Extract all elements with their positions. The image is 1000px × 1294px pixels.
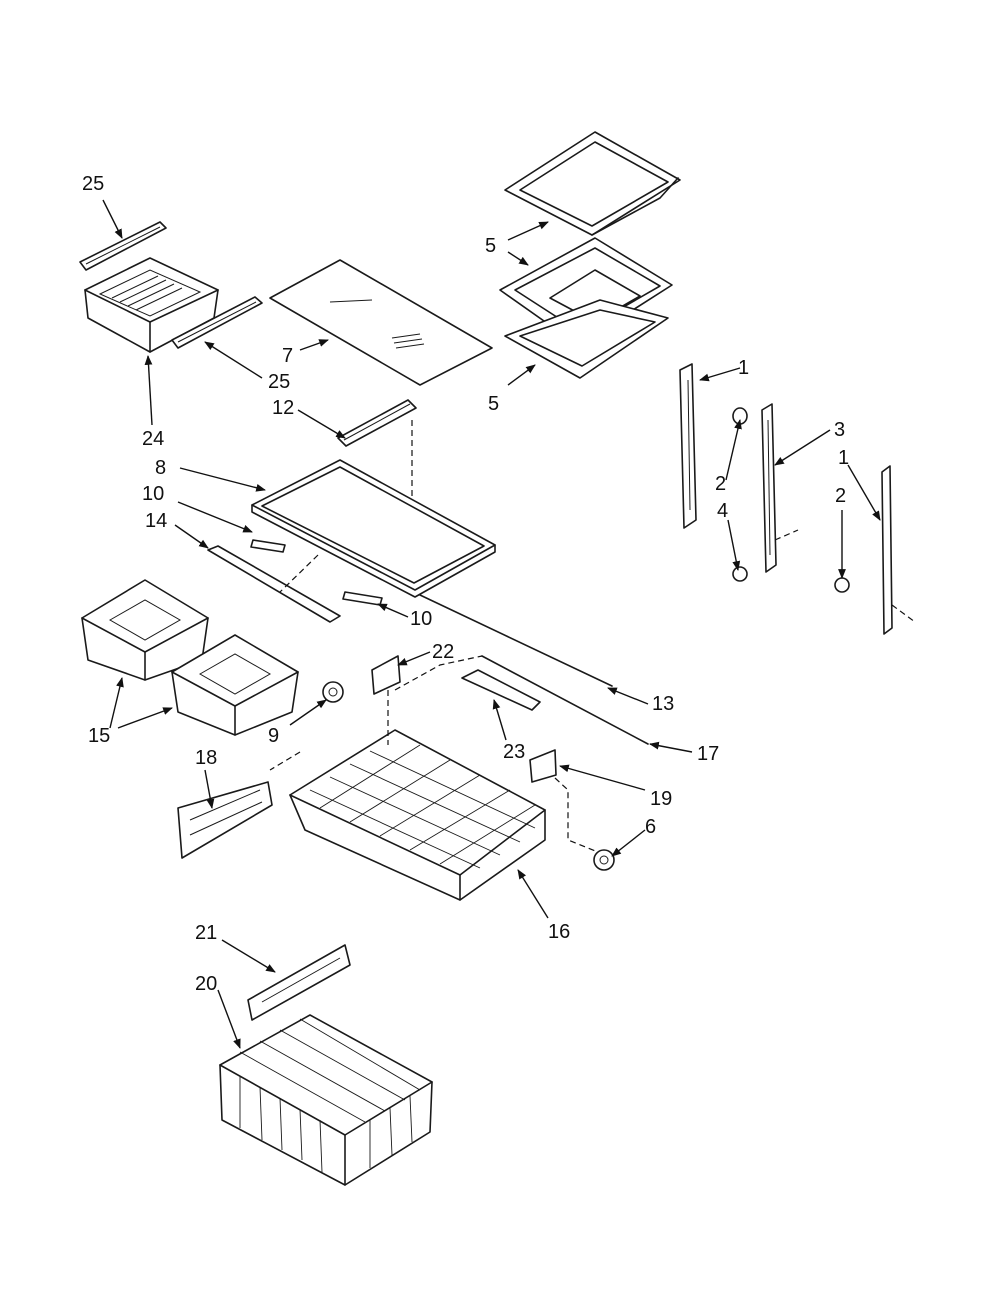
slide-arm-part — [461, 669, 541, 711]
callout-2-left: 2 — [715, 473, 726, 495]
shelf-clip-lower-part — [342, 591, 383, 606]
callout-10-top: 10 — [142, 483, 164, 505]
vertical-rail-right-part — [881, 465, 893, 635]
right-bracket-part — [529, 749, 557, 783]
callout-25-bottom: 25 — [268, 371, 290, 393]
callout-6: 6 — [645, 816, 656, 838]
callout-17: 17 — [697, 743, 719, 765]
callout-25-top: 25 — [82, 173, 104, 195]
deep-wire-basket-part — [219, 1014, 433, 1186]
callout-1-left: 1 — [738, 357, 749, 379]
vertical-rail-left-part — [679, 363, 697, 529]
callout-16: 16 — [548, 921, 570, 943]
roller-part — [322, 681, 344, 703]
callout-21: 21 — [195, 922, 217, 944]
screw-parts — [732, 407, 850, 593]
callout-18: 18 — [195, 747, 217, 769]
right-roller-part — [593, 849, 615, 871]
callout-23: 23 — [503, 741, 525, 763]
lower-basket-front-part — [247, 944, 351, 1021]
callout-5-top: 5 — [485, 235, 496, 257]
bracket-part — [371, 655, 401, 695]
callout-24: 24 — [142, 428, 164, 450]
shelf-rail-part — [337, 399, 417, 447]
wire-basket-part — [289, 729, 546, 901]
callout-10-bottom: 10 — [410, 608, 432, 630]
callout-20: 20 — [195, 973, 217, 995]
callout-1-right: 1 — [838, 447, 849, 469]
callout-13: 13 — [652, 693, 674, 715]
callout-labels: 25 24 7 25 12 8 10 14 10 5 5 1 3 1 2 2 4… — [82, 173, 849, 995]
crisper-bins-part — [81, 579, 299, 736]
callout-2-right: 2 — [835, 485, 846, 507]
leader-lines — [102, 199, 916, 1049]
door-shelf-bins-part — [499, 131, 681, 379]
callout-7: 7 — [282, 345, 293, 367]
glass-shelf-part — [269, 259, 493, 386]
basket-front-part — [177, 781, 273, 859]
drawer-slide-part — [171, 296, 263, 349]
callout-12: 12 — [272, 397, 294, 419]
rod-parts — [419, 594, 649, 745]
callout-5-bottom: 5 — [488, 393, 499, 415]
drawer-rail-part — [79, 221, 167, 271]
trim-strip-part — [207, 545, 341, 623]
callout-3: 3 — [834, 419, 845, 441]
callout-14: 14 — [145, 510, 167, 532]
vertical-rail-middle-part — [761, 403, 777, 573]
callout-9: 9 — [268, 725, 279, 747]
callout-19: 19 — [650, 788, 672, 810]
callout-4: 4 — [717, 500, 728, 522]
callout-8: 8 — [155, 457, 166, 479]
shelf-clip-part — [250, 539, 286, 553]
callout-15: 15 — [88, 725, 110, 747]
shelf-frame-part — [251, 459, 496, 598]
callout-22: 22 — [432, 641, 454, 663]
